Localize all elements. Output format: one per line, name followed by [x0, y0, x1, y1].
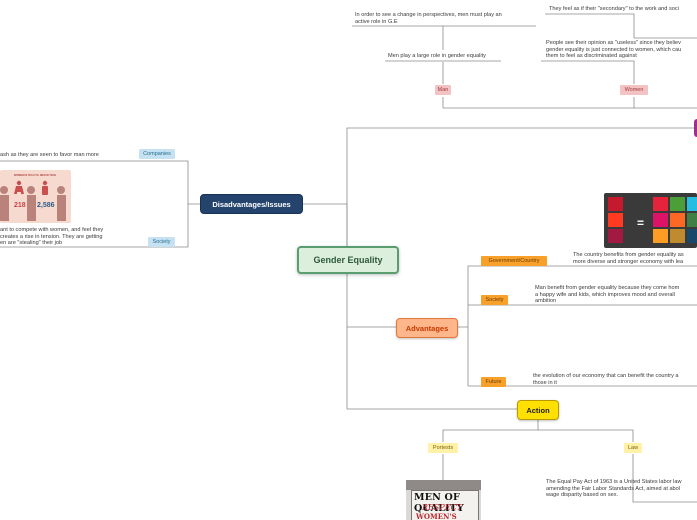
- tag-law[interactable]: Law: [624, 443, 642, 453]
- disadvantages-topic[interactable]: Disadvantages/Issues: [200, 194, 303, 214]
- connector-adv-gov: [467, 265, 697, 327]
- men-count: 2,586: [37, 202, 55, 209]
- tag-society-disadvantages[interactable]: Society: [148, 237, 175, 247]
- future-text: the evolution of our economy that can be…: [533, 373, 679, 386]
- connector-dis-companies: [0, 160, 200, 205]
- society-disadvantages-text: ant to compete with women, and feel they…: [0, 227, 104, 247]
- women-count: 218: [14, 202, 26, 209]
- men-text-2: Men play a large role in gender equality: [388, 53, 486, 59]
- infographic-heading: WOMEN IN TECH VS. MEN IN TECH: [14, 174, 57, 177]
- connector-adv-spine: [458, 326, 469, 386]
- action-topic[interactable]: Action: [517, 400, 559, 420]
- tag-companies[interactable]: Companies: [139, 149, 175, 159]
- protest-sign: MEN OF QUALITY RESPECT WOMEN'S EQUALITY: [411, 490, 479, 520]
- advantages-topic[interactable]: Advantages: [396, 318, 458, 338]
- equals-icon: =: [637, 216, 645, 230]
- tag-women[interactable]: Women: [620, 85, 648, 95]
- people-figures-icon: [0, 180, 66, 221]
- sign-line-1: MEN OF QUALITY: [414, 492, 465, 514]
- tag-future[interactable]: Future: [481, 377, 506, 387]
- connector-women-up: [541, 60, 635, 84]
- women-text-1: They feel as if their "secondary" to the…: [549, 6, 679, 12]
- companies-text: ash as they are seen to favor man more: [0, 152, 99, 158]
- tag-men[interactable]: Man: [435, 85, 451, 95]
- government-text: The country benefits from gender equalit…: [573, 252, 684, 265]
- society-advantages-text: Man benefit from gender equality because…: [535, 285, 680, 305]
- protest-photo: MEN OF QUALITY RESPECT WOMEN'S EQUALITY: [406, 480, 481, 520]
- women-vs-men-tech-infographic: WOMEN IN TECH VS. MEN IN TECH 218 2,586: [0, 170, 71, 223]
- offscreen-topic-edge[interactable]: [694, 119, 697, 137]
- women-text-2: People see their opinion as "useless" si…: [546, 40, 682, 60]
- law-text: The Equal Pay Act of 1963 is a United St…: [546, 479, 682, 499]
- sign-line-3: WOMEN'S EQUALITY: [416, 512, 457, 520]
- connector-law-under: [632, 454, 697, 503]
- connector-central-action: [346, 327, 517, 410]
- connector-action-law: [538, 429, 634, 442]
- tag-government-country[interactable]: Government/Country: [481, 256, 547, 266]
- connector-women-top: [545, 13, 635, 38]
- tag-protests[interactable]: Portests: [428, 443, 458, 453]
- sdg-goals-image: =: [604, 193, 697, 248]
- connector-central-advantages: [346, 274, 396, 328]
- sign-line-2: RESPECT: [422, 503, 463, 512]
- tag-society-advantages[interactable]: Society: [481, 295, 508, 305]
- connector-men-text1: [352, 25, 444, 50]
- central-topic[interactable]: Gender Equality: [297, 246, 399, 274]
- connector-action-spine: [442, 420, 539, 442]
- connector-central-trunk: [346, 127, 697, 246]
- connector-dis-society: [0, 204, 189, 248]
- men-text-1: In order to see a change in perspectives…: [355, 12, 502, 25]
